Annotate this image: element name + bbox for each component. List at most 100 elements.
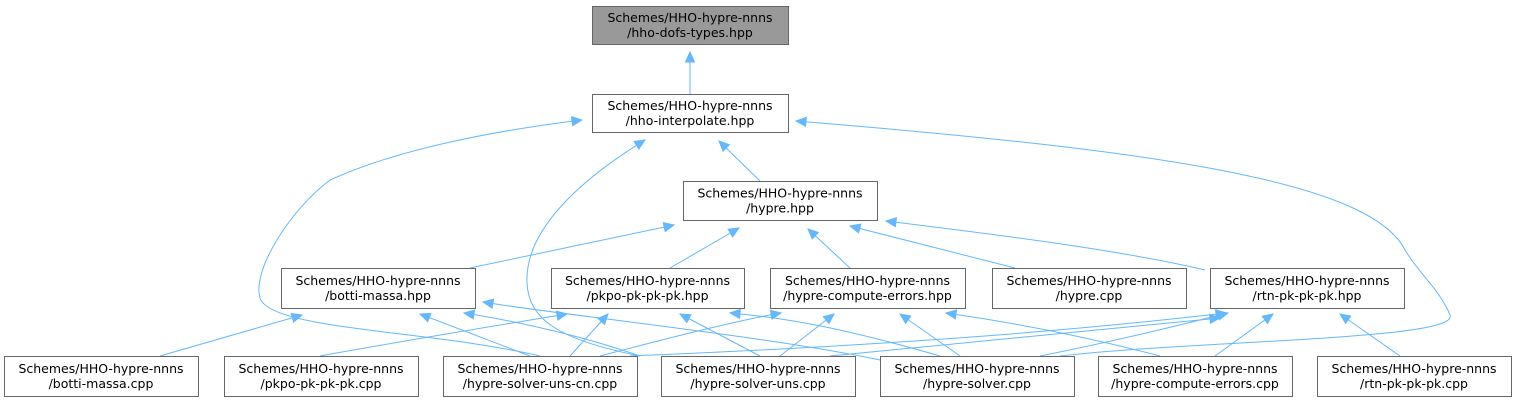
node-box	[592, 94, 789, 133]
dependency-edge	[258, 116, 584, 357]
file-node-hypre_h[interactable]: Schemes/HHO-hypre-nnns/hypre.hpp	[683, 181, 878, 221]
node-label-line1: Schemes/HHO-hypre-nnns	[1112, 361, 1277, 376]
node-box	[4, 356, 199, 397]
node-label-line1: Schemes/HHO-hypre-nnns	[1331, 361, 1496, 376]
edge-line	[258, 119, 583, 357]
edge-line	[779, 313, 835, 357]
edge-line	[526, 139, 646, 357]
arrowhead-icon	[418, 312, 432, 323]
arrowhead-icon	[822, 313, 835, 325]
node-label-line2: /botti-massa.cpp	[49, 376, 154, 391]
node-label-line2: /rtn-pk-pk-pk.cpp	[1360, 376, 1468, 391]
file-node-botti_h[interactable]: Schemes/HHO-hypre-nnns/botti-massa.hpp	[281, 268, 476, 309]
dependency-edge	[829, 313, 1222, 357]
node-label-line2: /hypre-solver-uns.cpp	[690, 376, 825, 391]
dependency-edge	[684, 50, 696, 94]
file-node-pkpo_c[interactable]: Schemes/HHO-hypre-nnns/pkpo-pk-pk-pk.cpp	[224, 356, 419, 397]
arrowhead-icon	[1216, 310, 1230, 321]
dependency-edge	[848, 223, 1016, 269]
node-label-line2: /rtn-pk-pk-pk.hpp	[1253, 288, 1362, 303]
node-box	[1210, 268, 1405, 309]
file-node-dofs[interactable]: Schemes/HHO-hypre-nnns/hho-dofs-types.hp…	[592, 6, 789, 45]
dependency-edge	[779, 313, 835, 357]
node-box	[880, 356, 1075, 397]
edge-line	[899, 313, 961, 357]
node-layer: Schemes/HHO-hypre-nnns/hho-dofs-types.hp…	[4, 6, 1512, 397]
arrowhead-icon	[884, 217, 898, 228]
file-node-hce_c[interactable]: Schemes/HHO-hypre-nnns/hypre-compute-err…	[1098, 356, 1293, 397]
node-label-line2: /hho-dofs-types.hpp	[627, 25, 753, 40]
arrowhead-icon	[570, 116, 584, 127]
edge-line	[679, 313, 761, 357]
dependency-edge	[599, 309, 783, 357]
edge-line	[729, 312, 941, 357]
dependency-edge	[728, 308, 941, 357]
node-label-line2: /hypre.cpp	[1056, 288, 1123, 303]
file-node-hsuc_c[interactable]: Schemes/HHO-hypre-nnns/hypre-solver-uns-…	[443, 356, 638, 397]
node-box	[224, 356, 419, 397]
node-label-line1: Schemes/HHO-hypre-nnns	[457, 361, 622, 376]
node-box	[551, 268, 745, 309]
arrowhead-icon	[481, 298, 495, 309]
file-node-rtn_c[interactable]: Schemes/HHO-hypre-nnns/rtn-pk-pk-pk.cpp	[1317, 356, 1512, 397]
node-box	[1098, 356, 1293, 397]
node-label-line2: /pkpo-pk-pk-pk.hpp	[586, 288, 708, 303]
arrowhead-icon	[899, 313, 912, 325]
dependency-edge	[469, 222, 676, 269]
edge-line	[885, 220, 1206, 271]
dependency-edge	[1339, 313, 1401, 357]
file-node-hs_c[interactable]: Schemes/HHO-hypre-nnns/hypre-solver.cpp	[880, 356, 1075, 397]
arrowhead-icon	[807, 228, 820, 241]
dependency-edge	[899, 313, 961, 357]
file-node-hypre_c[interactable]: Schemes/HHO-hypre-nnns/hypre.cpp	[992, 268, 1187, 309]
node-label-line2: /botti-massa.hpp	[325, 288, 431, 303]
edge-line	[482, 301, 881, 361]
node-label-line1: Schemes/HHO-hypre-nnns	[785, 273, 950, 288]
edge-line	[319, 313, 568, 357]
edge-line	[829, 317, 1221, 357]
dependency-edge	[1039, 310, 1230, 357]
edge-line	[1039, 312, 1229, 357]
dependency-edge	[807, 228, 851, 269]
arrowhead-icon	[684, 50, 696, 63]
arrowhead-icon	[462, 309, 476, 320]
edge-line	[849, 225, 1016, 269]
file-node-botti_c[interactable]: Schemes/HHO-hypre-nnns/botti-massa.cpp	[4, 356, 199, 397]
arrowhead-icon	[597, 313, 609, 326]
node-box	[592, 6, 789, 45]
node-label-line1: Schemes/HHO-hypre-nnns	[565, 273, 730, 288]
dependency-edge	[319, 310, 569, 357]
node-label-line2: /hho-interpolate.hpp	[626, 113, 755, 128]
node-label-line2: /hypre-compute-errors.hpp	[783, 288, 952, 303]
node-label-line1: Schemes/HHO-hypre-nnns	[295, 273, 460, 288]
arrowhead-icon	[1339, 313, 1352, 325]
dependency-edge	[1214, 313, 1274, 357]
arrowhead-icon	[718, 140, 731, 153]
node-box	[683, 181, 878, 221]
arrowhead-icon	[678, 313, 692, 324]
dependency-edge	[159, 312, 304, 357]
node-box	[770, 268, 966, 309]
node-box	[281, 268, 476, 309]
arrowhead-icon	[662, 222, 676, 233]
dependency-edge	[669, 227, 741, 269]
file-node-hsu_c[interactable]: Schemes/HHO-hypre-nnns/hypre-solver-uns.…	[661, 356, 856, 397]
arrowhead-icon	[727, 227, 741, 238]
dependency-edge	[418, 312, 531, 357]
file-node-interp[interactable]: Schemes/HHO-hypre-nnns/hho-interpolate.h…	[592, 94, 789, 133]
edge-line	[629, 312, 1227, 357]
node-label-line2: /hypre-solver.cpp	[923, 376, 1031, 391]
node-label-line1: Schemes/HHO-hypre-nnns	[18, 361, 183, 376]
file-node-rtn_h[interactable]: Schemes/HHO-hypre-nnns/rtn-pk-pk-pk.hpp	[1210, 268, 1405, 309]
dependency-edge	[569, 313, 609, 357]
arrowhead-icon	[769, 309, 783, 320]
node-label-line2: /hypre-compute-errors.cpp	[1111, 376, 1279, 391]
file-node-pkpo_h[interactable]: Schemes/HHO-hypre-nnns/pkpo-pk-pk-pk.hpp	[551, 268, 745, 309]
edge-line	[1214, 313, 1274, 357]
edge-line	[795, 120, 1451, 357]
node-label-line1: Schemes/HHO-hypre-nnns	[607, 10, 772, 25]
file-node-hce_h[interactable]: Schemes/HHO-hypre-nnns/hypre-compute-err…	[770, 268, 966, 309]
node-box	[1317, 356, 1512, 397]
edge-line	[469, 224, 675, 269]
